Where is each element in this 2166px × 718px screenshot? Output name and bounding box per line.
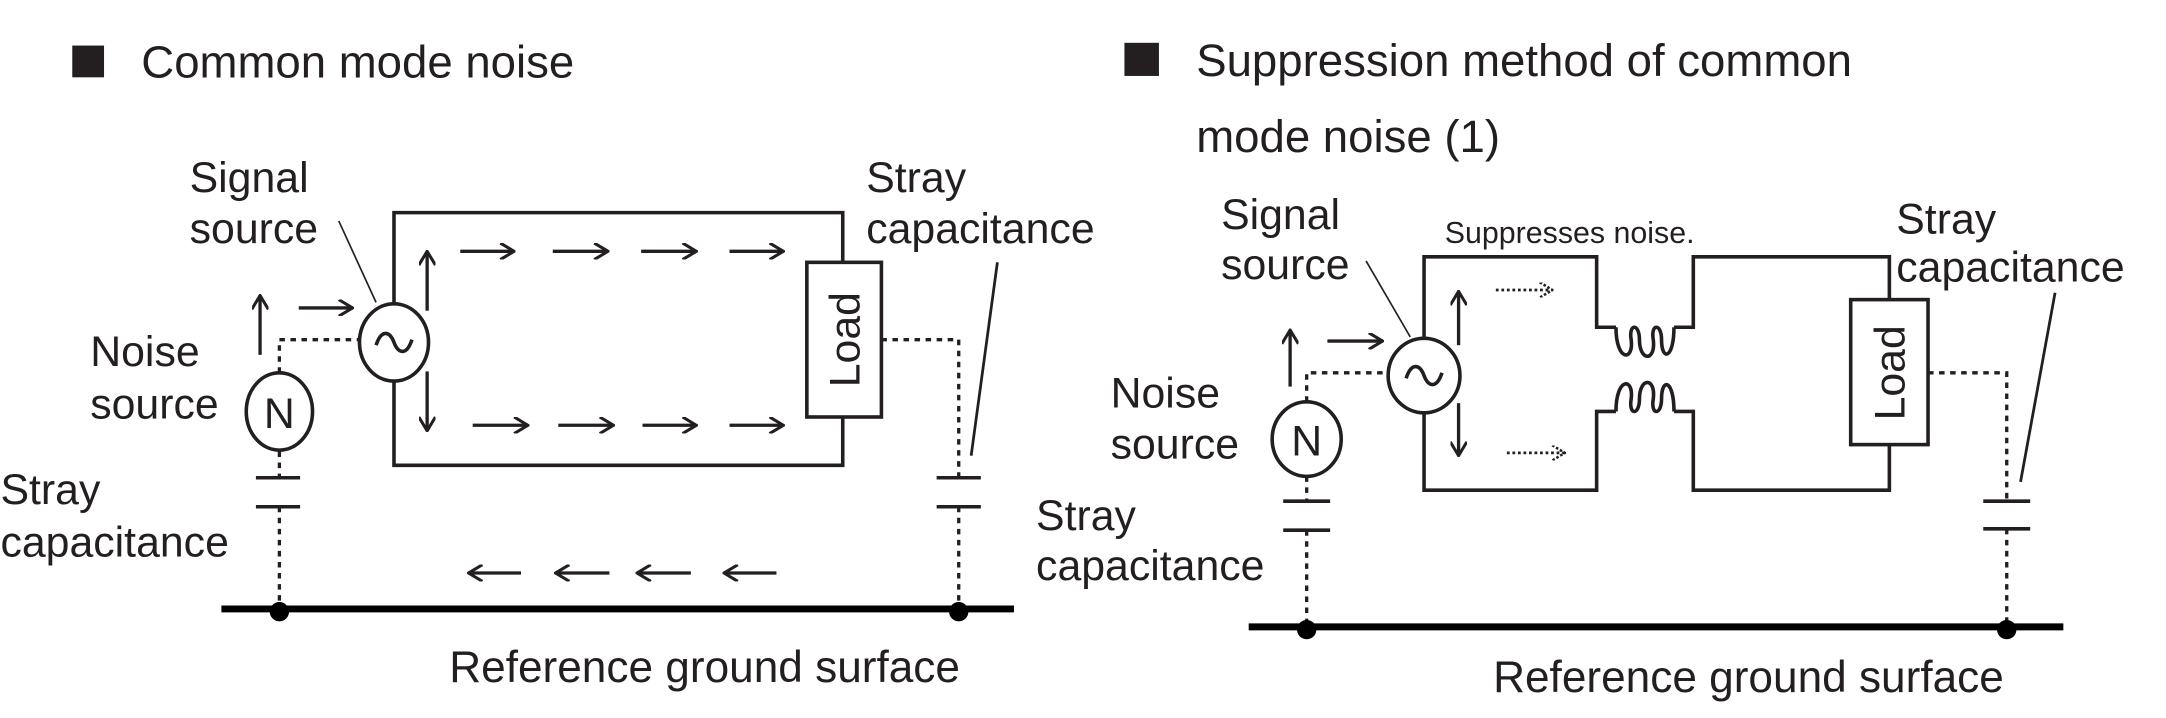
right-ground-path — [881, 338, 961, 609]
noise-coupling-path — [277, 338, 360, 373]
stray-capacitance-right-leader — [2019, 292, 2057, 483]
noise-coupling-path — [1305, 371, 1389, 402]
signal-source-leader — [338, 220, 377, 303]
choke-coil-bottom-icon — [1614, 380, 1676, 414]
left-panel: Common mode noise Signal source Stray ca… — [0, 36, 1094, 692]
suppresses-noise-annotation: Suppresses noise. — [1445, 217, 1695, 250]
stray-capacitance-right-label-2: capacitance — [1896, 244, 2124, 292]
stray-capacitance-right-label-2: capacitance — [866, 205, 1094, 253]
stray-capacitance-right-leader — [969, 262, 999, 456]
tilde-icon — [374, 331, 414, 354]
panel-title: Common mode noise — [141, 36, 574, 87]
stray-capacitance-right-label-1: Stray — [1896, 195, 1996, 243]
noise-source-label-1: Noise — [90, 328, 199, 376]
noise-source-label-1: Noise — [1111, 369, 1220, 417]
signal-source-label-2: source — [190, 205, 318, 253]
signal-circuit-wire — [392, 210, 845, 468]
signal-circuit-wire — [1422, 255, 1892, 492]
signal-source-label-1: Signal — [190, 154, 309, 202]
ground-node — [949, 602, 969, 622]
panel-title-line-1: Suppression method of common — [1196, 35, 1852, 86]
signal-source-symbol-icon — [357, 301, 431, 383]
panel-title-line-2: mode noise (1) — [1196, 111, 1500, 162]
stray-capacitance-left-label-2: capacitance — [0, 518, 228, 566]
noise-source-label-2: source — [90, 380, 218, 428]
load-label: Load — [1867, 325, 1915, 420]
ground-node — [269, 602, 290, 622]
stray-capacitance-right-label-1: Stray — [866, 154, 966, 202]
bullet-square-icon — [72, 45, 105, 78]
stray-capacitance-left-label-1: Stray — [1036, 492, 1136, 540]
signal-source-label-1: Signal — [1221, 191, 1340, 239]
choke-coil-top-icon — [1614, 325, 1676, 359]
signal-source-leader — [1365, 260, 1411, 338]
noise-source-symbol: N — [264, 390, 295, 438]
noise-source-label-2: source — [1111, 420, 1239, 468]
load-label: Load — [821, 292, 869, 387]
noise-source-symbol: N — [1291, 418, 1322, 466]
signal-source-label-2: source — [1221, 241, 1349, 289]
tilde-icon — [1404, 364, 1444, 387]
bullet-square-icon — [1124, 42, 1159, 76]
ground-node — [1297, 619, 1317, 640]
stray-capacitance-left-label-1: Stray — [0, 466, 100, 514]
right-ground-path — [1928, 371, 2009, 627]
ground-node — [1997, 619, 2017, 640]
right-panel: Suppression method of common mode noise … — [1036, 35, 2125, 702]
stray-capacitance-left-label-2: capacitance — [1036, 542, 1264, 590]
signal-source-symbol-icon — [1386, 336, 1462, 415]
ground-label: Reference ground surface — [1493, 653, 2004, 702]
ground-label: Reference ground surface — [449, 643, 960, 692]
